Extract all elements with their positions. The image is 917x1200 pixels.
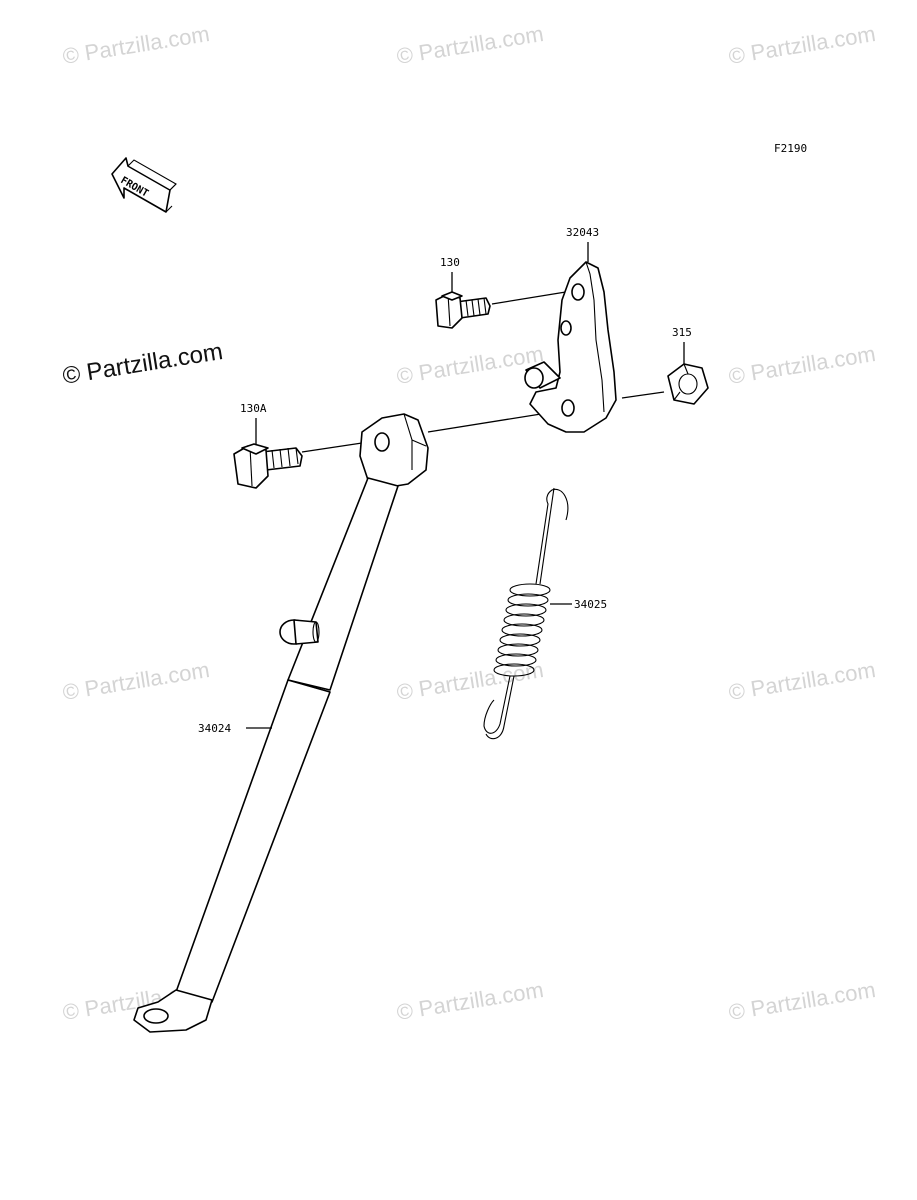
bracket-part <box>524 261 617 433</box>
bolt-130-part <box>435 291 491 329</box>
watermark: © Partzilla.com <box>395 21 545 69</box>
nut-315-part <box>667 363 709 405</box>
watermark: © Partzilla.com <box>727 657 877 705</box>
watermark-main: © Partzilla.com <box>61 338 225 390</box>
callout-315: 315 <box>672 326 692 364</box>
front-arrow-icon: FRONT <box>111 157 177 213</box>
watermark: © Partzilla.com <box>727 977 877 1025</box>
spring-coils <box>493 583 551 677</box>
side-stand-part <box>133 413 429 1033</box>
callout-label: 315 <box>672 326 692 339</box>
watermark-group: © Partzilla.com © Partzilla.com © Partzi… <box>61 21 877 1025</box>
figure-code: F2190 <box>774 142 807 155</box>
callout-32043: 32043 <box>566 226 599 262</box>
callout-130a: 130A <box>240 402 267 444</box>
callout-label: 130 <box>440 256 460 269</box>
watermark: © Partzilla.com <box>727 21 877 69</box>
bolt-130a-part <box>233 443 303 489</box>
watermark: © Partzilla.com <box>727 341 877 389</box>
callout-label: 34025 <box>574 598 607 611</box>
callout-34024: 34024 <box>198 722 272 735</box>
watermark: © Partzilla.com <box>395 977 545 1025</box>
callout-label: 32043 <box>566 226 599 239</box>
callout-130: 130 <box>440 256 460 292</box>
callout-label: 130A <box>240 402 267 415</box>
watermark: © Partzilla.com <box>395 341 545 389</box>
callout-label: 34024 <box>198 722 231 735</box>
spring-part <box>483 487 569 740</box>
callout-34025: 34025 <box>550 598 607 611</box>
watermark: © Partzilla.com <box>61 657 211 705</box>
watermark: © Partzilla.com <box>61 21 211 69</box>
